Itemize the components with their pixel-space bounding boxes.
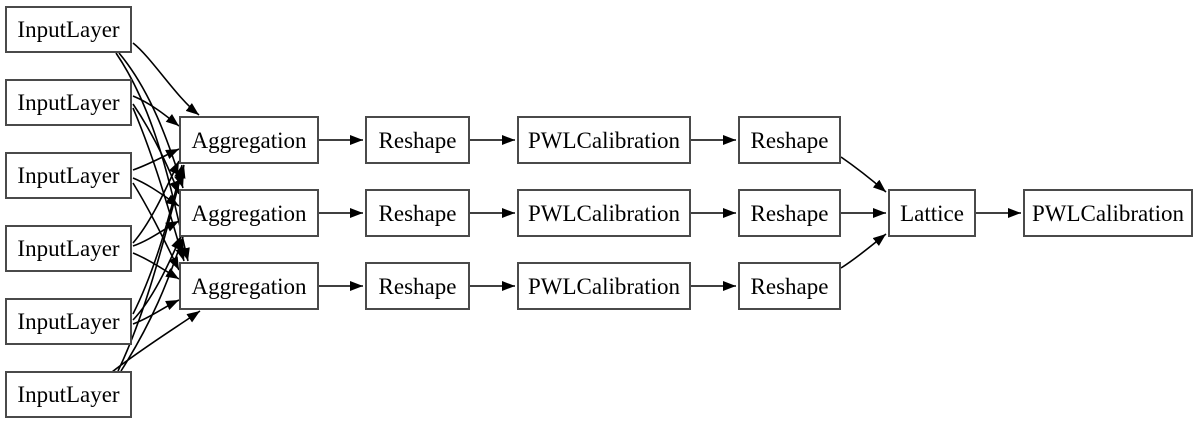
node-pwl-calibration-2: PWLCalibration bbox=[517, 189, 691, 237]
node-reshape-pre-1: Reshape bbox=[365, 116, 470, 164]
node-aggregation-1: Aggregation bbox=[179, 116, 319, 164]
node-lattice: Lattice bbox=[888, 189, 976, 237]
node-input-layer-2: InputLayer bbox=[5, 79, 132, 126]
edge-input1-agg1 bbox=[132, 42, 200, 116]
node-pwl-calibration-output: PWLCalibration bbox=[1023, 189, 1193, 237]
edge-input2-agg1 bbox=[132, 95, 180, 127]
node-reshape-pre-2: Reshape bbox=[365, 189, 470, 237]
edge-reshape3b-lattice bbox=[840, 233, 887, 269]
node-reshape-post-1: Reshape bbox=[738, 116, 841, 164]
node-reshape-pre-3: Reshape bbox=[365, 262, 470, 310]
node-reshape-post-2: Reshape bbox=[738, 189, 841, 237]
edge-input2-agg3 bbox=[132, 107, 185, 262]
node-aggregation-3: Aggregation bbox=[179, 262, 319, 310]
node-input-layer-1: InputLayer bbox=[5, 6, 132, 53]
node-reshape-post-3: Reshape bbox=[738, 262, 841, 310]
edge-input6-agg2 bbox=[120, 236, 184, 372]
node-input-layer-4: InputLayer bbox=[5, 225, 132, 272]
node-input-layer-3: InputLayer bbox=[5, 152, 132, 199]
node-pwl-calibration-1: PWLCalibration bbox=[517, 116, 691, 164]
node-pwl-calibration-3: PWLCalibration bbox=[517, 262, 691, 310]
edge-input5-agg1 bbox=[132, 164, 184, 315]
node-input-layer-5: InputLayer bbox=[5, 298, 132, 345]
edge-input3-agg1 bbox=[132, 148, 180, 171]
node-aggregation-2: Aggregation bbox=[179, 189, 319, 237]
edge-input5-agg2 bbox=[132, 235, 182, 321]
edge-input4-agg2 bbox=[132, 220, 180, 247]
edge-input6-agg1 bbox=[117, 164, 186, 372]
node-input-layer-6: InputLayer bbox=[5, 371, 132, 418]
edge-input3-agg2 bbox=[132, 177, 180, 207]
edge-input2-agg2 bbox=[132, 103, 180, 195]
edge-reshape1b-lattice bbox=[840, 156, 887, 193]
edge-input6-agg3 bbox=[111, 310, 201, 373]
edge-input5-agg3 bbox=[132, 299, 180, 325]
